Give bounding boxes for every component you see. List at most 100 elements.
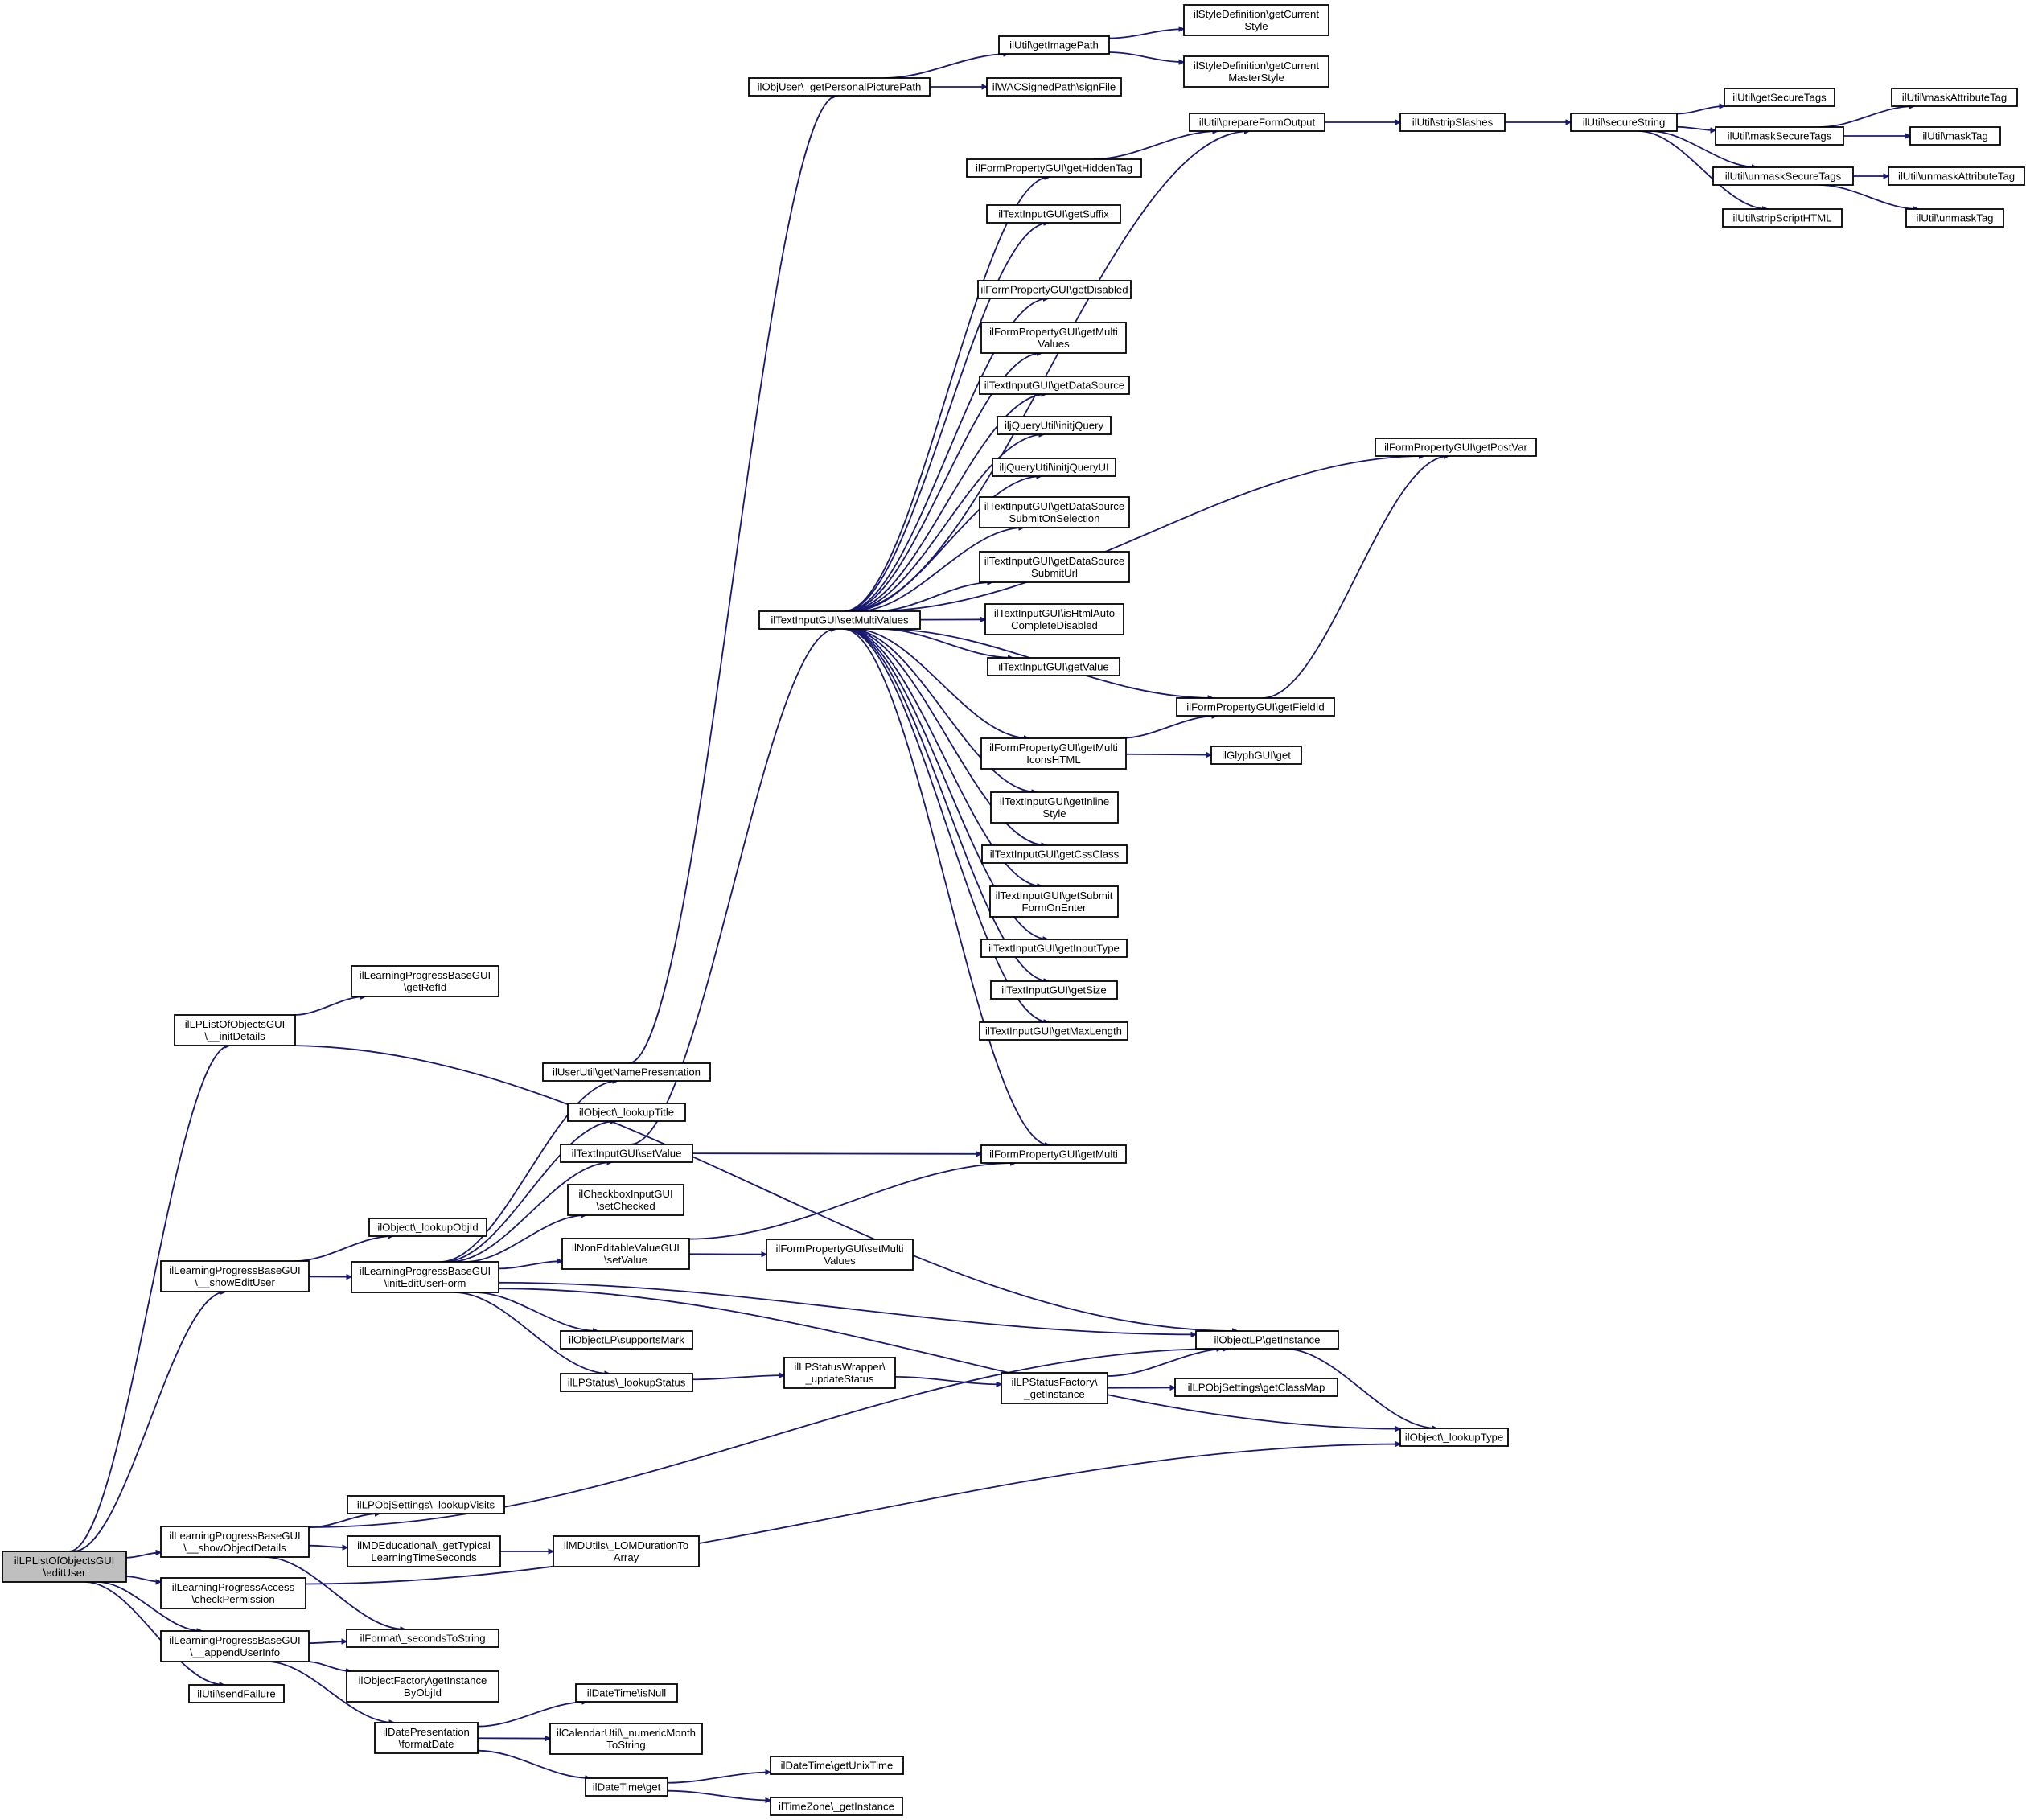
node-box-objectLPGetInstance[interactable]	[1195, 1330, 1339, 1350]
node-box-tiSetValue[interactable]	[560, 1144, 693, 1163]
node-box-personalPicture[interactable]	[748, 77, 931, 97]
node-box-getSuffix[interactable]	[986, 204, 1121, 224]
node-showEditUser[interactable]: ilLearningProgressBaseGUI\__showEditUser	[160, 1260, 310, 1292]
node-box-lookupObjId[interactable]	[368, 1218, 487, 1237]
node-box-showObjectDetails[interactable]	[160, 1526, 310, 1558]
node-box-submitOnEnter[interactable]	[989, 885, 1119, 918]
node-box-unmaskSecureTags[interactable]	[1712, 166, 1854, 186]
node-initEditUserForm[interactable]: ilLearningProgressBaseGUI\initEditUserFo…	[351, 1261, 499, 1293]
node-tiSetValue[interactable]: ilTextInputGUI\setValue	[560, 1144, 693, 1163]
node-box-setMultiValues[interactable]	[758, 610, 921, 630]
node-setMultiValues[interactable]: ilTextInputGUI\setMultiValues	[758, 610, 921, 630]
node-lookupType[interactable]: ilObject\_lookupType	[1399, 1428, 1509, 1447]
node-appendUserInfo[interactable]: ilLearningProgressBaseGUI\__appendUserIn…	[160, 1630, 310, 1662]
node-box-getNamePresentation[interactable]	[542, 1062, 711, 1082]
node-getNamePresentation[interactable]: ilUserUtil\getNamePresentation	[542, 1062, 711, 1082]
node-box-getPostVar[interactable]	[1375, 438, 1537, 457]
node-stripSlashes[interactable]: ilUtil\stripSlashes	[1399, 113, 1506, 132]
node-maskSecureTags[interactable]: ilUtil\maskSecureTags	[1715, 126, 1844, 146]
node-box-secureString[interactable]	[1570, 113, 1678, 132]
node-box-fpGetMulti[interactable]	[980, 1144, 1127, 1164]
node-box-initEditUserForm[interactable]	[351, 1261, 499, 1293]
node-box-dsSubmitUrl[interactable]	[979, 551, 1130, 583]
node-maskAttributeTag[interactable]: ilUtil\maskAttributeTag	[1891, 88, 2018, 107]
node-box-supportsMark[interactable]	[560, 1330, 693, 1350]
node-box-dsSubmitOnSelection[interactable]	[979, 496, 1130, 528]
node-neSetValue[interactable]: ilNonEditableValueGUI\setValue	[561, 1238, 690, 1270]
node-box-maskTag[interactable]	[1909, 126, 2001, 146]
node-box-getCurrentStyle[interactable]	[1183, 4, 1329, 36]
node-box-typicalTime[interactable]	[347, 1535, 501, 1567]
node-box-lomDuration[interactable]	[553, 1535, 700, 1567]
node-box-lookupStatus[interactable]	[560, 1373, 693, 1392]
node-typicalTime[interactable]: ilMDEducational\_getTypicalLearningTimeS…	[347, 1535, 501, 1567]
node-maskTag[interactable]: ilUtil\maskTag	[1909, 126, 2001, 146]
node-box-cssClass[interactable]	[981, 844, 1128, 864]
node-lookupTitle[interactable]: ilObject\_lookupTitle	[567, 1103, 686, 1122]
node-box-initDetails[interactable]	[174, 1014, 296, 1046]
node-glyphGet[interactable]: ilGlyphGUI\get	[1210, 746, 1302, 765]
node-box-getDataSource[interactable]	[979, 376, 1130, 395]
node-box-stripScriptHTML[interactable]	[1722, 208, 1843, 228]
node-formatDate[interactable]: ilDatePresentation\formatDate	[374, 1722, 479, 1754]
node-fpGetMulti[interactable]: ilFormPropertyGUI\getMulti	[980, 1144, 1127, 1164]
node-checkPermission[interactable]: ilLearningProgressAccess\checkPermission	[160, 1577, 306, 1609]
node-box-numericMonth[interactable]	[549, 1723, 703, 1755]
node-box-getFieldId[interactable]	[1176, 697, 1335, 717]
node-setChecked[interactable]: ilCheckboxInputGUI\setChecked	[567, 1184, 684, 1216]
node-prepareFormOutput[interactable]: ilUtil\prepareFormOutput	[1189, 113, 1325, 132]
node-box-dtIsNull[interactable]	[575, 1683, 678, 1703]
node-secondsToString[interactable]: ilFormat\_secondsToString	[346, 1629, 499, 1648]
node-getRefId[interactable]: ilLearningProgressBaseGUI\getRefId	[351, 965, 499, 997]
node-box-root[interactable]	[2, 1551, 127, 1583]
node-box-multiIconsHTML[interactable]	[980, 737, 1127, 770]
node-tzGetInstance[interactable]: ilTimeZone\_getInstance	[770, 1797, 903, 1816]
node-cssClass[interactable]: ilTextInputGUI\getCssClass	[981, 844, 1128, 864]
node-box-inputType[interactable]	[980, 939, 1128, 958]
node-box-getCurrentMasterStyle[interactable]	[1183, 55, 1329, 88]
node-box-showEditUser[interactable]	[160, 1260, 310, 1292]
node-box-signFile[interactable]	[986, 77, 1122, 97]
node-root[interactable]: ilLPListOfObjectsGUI\editUser	[2, 1551, 127, 1583]
node-box-maskSecureTags[interactable]	[1715, 126, 1844, 146]
node-box-getSize[interactable]	[990, 980, 1118, 1000]
node-box-maxLength[interactable]	[979, 1021, 1128, 1041]
node-box-stripSlashes[interactable]	[1399, 113, 1506, 132]
node-getSize[interactable]: ilTextInputGUI\getSize	[990, 980, 1118, 1000]
node-initjQueryUI[interactable]: iljQueryUtil\initjQueryUI	[992, 458, 1116, 477]
node-secureString[interactable]: ilUtil\secureString	[1570, 113, 1678, 132]
node-box-secondsToString[interactable]	[346, 1629, 499, 1648]
node-showObjectDetails[interactable]: ilLearningProgressBaseGUI\__showObjectDe…	[160, 1526, 310, 1558]
node-box-neSetValue[interactable]	[561, 1238, 690, 1270]
node-box-formatDate[interactable]	[374, 1722, 479, 1754]
node-box-sendFailure[interactable]	[188, 1684, 285, 1703]
node-box-maskAttributeTag[interactable]	[1891, 88, 2018, 107]
node-unmaskTag[interactable]: ilUtil\unmaskTag	[1905, 208, 2004, 228]
node-box-sfGetInstance[interactable]	[1001, 1372, 1108, 1404]
node-lookupObjId[interactable]: ilObject\_lookupObjId	[368, 1218, 487, 1237]
node-box-getHiddenTag[interactable]	[966, 158, 1142, 178]
node-dsSubmitOnSelection[interactable]: ilTextInputGUI\getDataSourceSubmitOnSele…	[979, 496, 1130, 528]
node-sfGetInstance[interactable]: ilLPStatusFactory\_getInstance	[1001, 1372, 1108, 1404]
node-lookupStatus[interactable]: ilLPStatus\_lookupStatus	[560, 1373, 693, 1392]
node-box-getMultiValues[interactable]	[980, 322, 1127, 354]
node-personalPicture[interactable]: ilObjUser\_getPersonalPicturePath	[748, 77, 931, 97]
node-box-updateStatus[interactable]	[783, 1357, 896, 1389]
node-getSecureTags[interactable]: ilUtil\getSecureTags	[1724, 88, 1835, 107]
node-getDisabled[interactable]: ilFormPropertyGUI\getDisabled	[977, 280, 1132, 299]
node-objectLPGetInstance[interactable]: ilObjectLP\getInstance	[1195, 1330, 1339, 1350]
node-getUnixTime[interactable]: ilDateTime\getUnixTime	[770, 1756, 904, 1775]
node-box-getUnixTime[interactable]	[770, 1756, 904, 1775]
node-box-htmlAutoComplete[interactable]	[984, 603, 1124, 635]
node-box-fpSetMultiValues[interactable]	[766, 1239, 914, 1271]
node-getImagePath[interactable]: ilUtil\getImagePath	[998, 35, 1110, 55]
node-lookupVisits[interactable]: ilLPObjSettings\_lookupVisits	[347, 1495, 505, 1514]
node-unmaskSecureTags[interactable]: ilUtil\unmaskSecureTags	[1712, 166, 1854, 186]
